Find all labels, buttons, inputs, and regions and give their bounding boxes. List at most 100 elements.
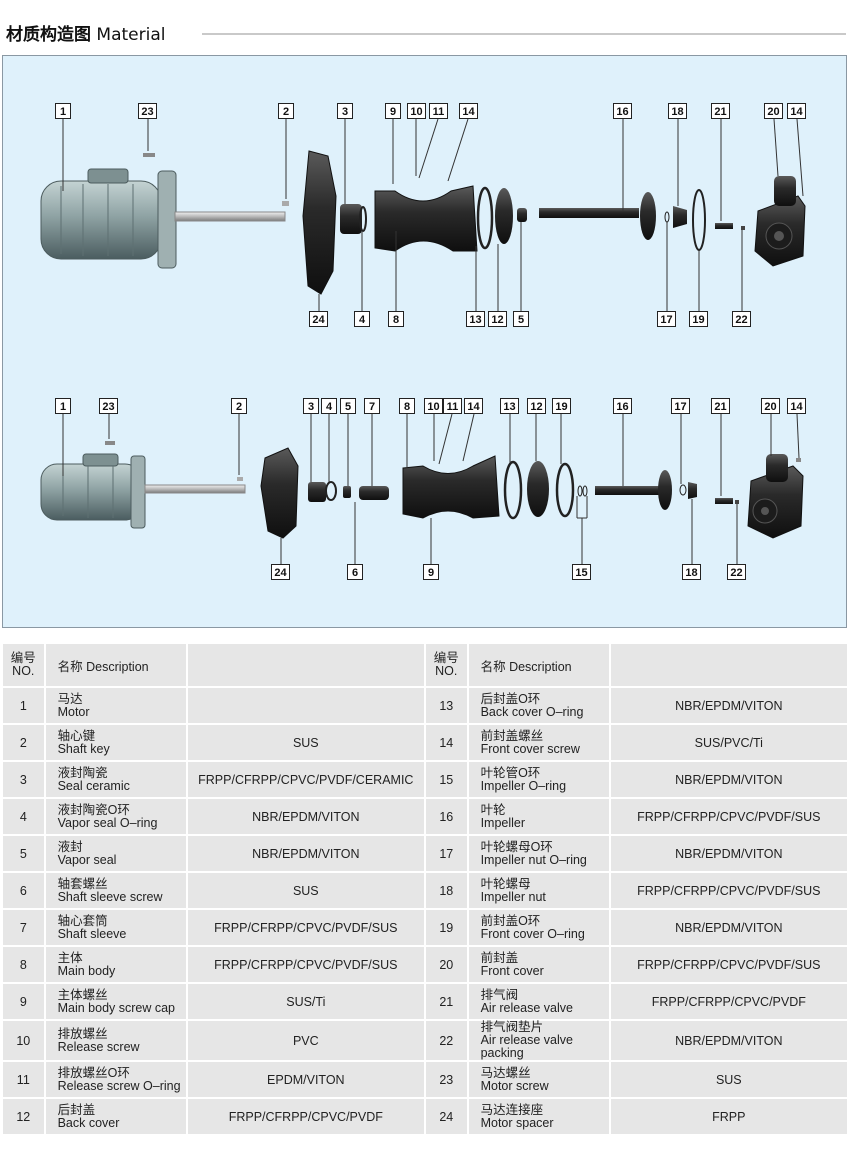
section-header: 材质构造图 Material bbox=[6, 20, 846, 50]
header-divider bbox=[202, 33, 846, 35]
part-name-en: Shaft sleeve bbox=[57, 926, 127, 941]
part-material: FRPP/CFRPP/CPVC/PVDF/CERAMIC bbox=[187, 762, 426, 797]
part-name-zh: 叶轮 bbox=[480, 802, 506, 817]
part-number: 17 bbox=[425, 836, 469, 871]
callout-14-bottom: 14 bbox=[464, 398, 483, 414]
part-number: 11 bbox=[3, 1062, 46, 1097]
callout-13: 13 bbox=[466, 311, 485, 327]
callout-18-bottom: 18 bbox=[682, 564, 701, 580]
bottom-assembly bbox=[40, 413, 804, 564]
motor-spacer-top bbox=[302, 150, 337, 295]
callout-16: 16 bbox=[613, 103, 632, 119]
impeller-shaft-top bbox=[539, 208, 639, 218]
part-name-zh: 主体螺丝 bbox=[57, 987, 108, 1002]
part-number: 21 bbox=[425, 984, 469, 1019]
part-material: EPDM/VITON bbox=[187, 1062, 426, 1097]
part-name-en: Motor screw bbox=[480, 1078, 549, 1093]
part-name-zh: 液封 bbox=[57, 839, 83, 854]
part-name-zh: 前封盖 bbox=[480, 950, 519, 965]
callout-22-bottom: 22 bbox=[727, 564, 746, 580]
callout-6-bottom: 6 bbox=[347, 564, 363, 580]
part-name-en: Air release valve bbox=[480, 1000, 573, 1015]
part-name-zh: 马达 bbox=[57, 691, 83, 706]
callout-24: 24 bbox=[309, 311, 328, 327]
part-material: NBR/EPDM/VITON bbox=[610, 910, 847, 945]
part-material: SUS bbox=[187, 873, 426, 908]
part-name-en: Back cover bbox=[57, 1115, 120, 1130]
motor-bottom bbox=[40, 453, 146, 529]
impeller-nut-oring-top bbox=[664, 211, 670, 223]
part-name-zh: 排气阀 bbox=[480, 987, 519, 1002]
part-name-en: Impeller nut O–ring bbox=[480, 852, 587, 867]
impeller-oring-a-bottom bbox=[577, 485, 583, 497]
callout-9-bottom: 9 bbox=[423, 564, 439, 580]
part-name-en: Front cover bbox=[480, 963, 544, 978]
part-material: NBR/EPDM/VITON bbox=[610, 836, 847, 871]
part-number: 24 bbox=[425, 1099, 469, 1134]
callout-8-bottom: 8 bbox=[399, 398, 415, 414]
back-cover-oring-top bbox=[476, 186, 494, 250]
part-number: 1 bbox=[3, 688, 46, 723]
main-body-top bbox=[374, 185, 478, 252]
part-name-zh: 液封陶瓷 bbox=[57, 765, 108, 780]
callout-11-bottom: 11 bbox=[443, 398, 462, 414]
part-name-zh: 前封盖O环 bbox=[480, 913, 541, 928]
motor-spacer-bottom bbox=[260, 447, 299, 539]
part-material: FRPP/CFRPP/CPVC/PVDF/SUS bbox=[187, 910, 426, 945]
callout-21: 21 bbox=[711, 103, 730, 119]
header-material-left bbox=[187, 644, 426, 686]
front-cover-oring-top bbox=[692, 189, 706, 251]
part-name-zh: 排放螺丝O环 bbox=[57, 1065, 130, 1080]
header-description: 名称 Description bbox=[45, 644, 188, 686]
part-name-en: Shaft sleeve screw bbox=[57, 889, 163, 904]
callout-17: 17 bbox=[657, 311, 676, 327]
callout-10: 10 bbox=[407, 103, 426, 119]
part-name-en: Impeller nut bbox=[480, 889, 546, 904]
motor-shaft-top bbox=[174, 211, 286, 222]
callout-16-bottom: 16 bbox=[613, 398, 632, 414]
callout-14b: 14 bbox=[787, 103, 806, 119]
shaft-key-top bbox=[282, 201, 289, 206]
part-name-zh: 叶轮管O环 bbox=[480, 765, 541, 780]
part-material: PVC bbox=[187, 1021, 426, 1060]
vapor-seal-top bbox=[517, 208, 527, 222]
callout-4: 4 bbox=[354, 311, 370, 327]
part-material: FRPP/CFRPP/CPVC/PVDF/SUS bbox=[187, 947, 426, 982]
header-material-right bbox=[610, 644, 847, 686]
impeller-shaft-bottom bbox=[595, 486, 660, 495]
part-name-zh: 轴套螺丝 bbox=[57, 876, 108, 891]
callout-8: 8 bbox=[388, 311, 404, 327]
part-number: 9 bbox=[3, 984, 46, 1019]
callout-2: 2 bbox=[278, 103, 294, 119]
part-material: SUS bbox=[610, 1062, 847, 1097]
callout-9: 9 bbox=[385, 103, 401, 119]
impeller-nut-top bbox=[673, 206, 687, 228]
part-name-zh: 叶轮螺母 bbox=[480, 876, 531, 891]
part-name-en: Release screw O–ring bbox=[57, 1078, 181, 1093]
part-material: NBR/EPDM/VITON bbox=[610, 762, 847, 797]
callout-7-bottom: 7 bbox=[364, 398, 380, 414]
part-name-zh: 马达连接座 bbox=[480, 1102, 544, 1117]
callout-24-bottom: 24 bbox=[271, 564, 290, 580]
callout-19-bottom: 19 bbox=[552, 398, 571, 414]
impeller-disc-bottom bbox=[658, 470, 672, 510]
impeller-nut-oring-bottom bbox=[679, 484, 687, 496]
motor-screw-top bbox=[143, 153, 155, 157]
